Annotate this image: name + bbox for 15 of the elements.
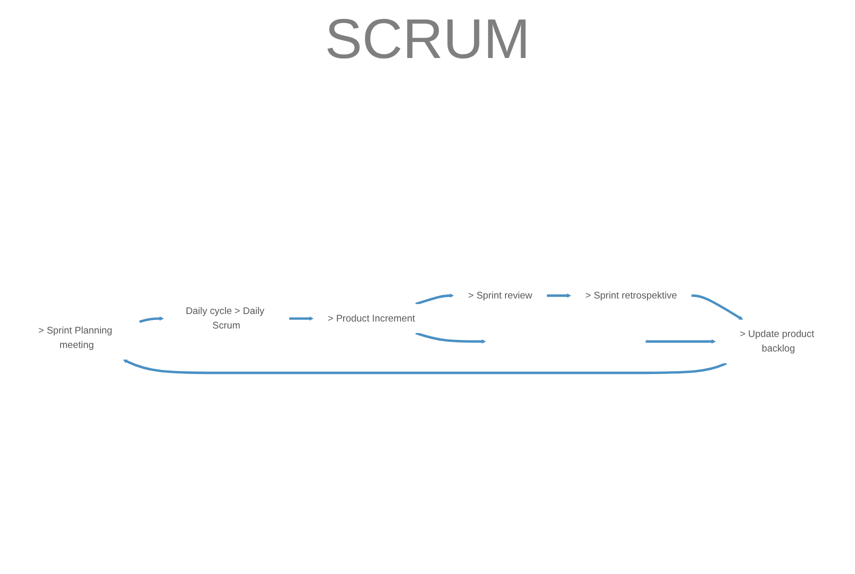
arrow <box>691 294 744 320</box>
node-text: > Sprint review <box>468 290 532 301</box>
arrow <box>546 293 572 298</box>
arrow <box>122 359 727 374</box>
node-text: Daily cycle > Daily Scrum <box>186 306 264 332</box>
arrow <box>415 332 486 344</box>
node-text: > Sprint Planning meeting <box>38 325 112 350</box>
node-text: > Product Increment <box>328 313 416 324</box>
node-text: > Sprint retrospektive <box>585 290 677 301</box>
arrow <box>646 339 716 344</box>
arrow <box>289 316 314 321</box>
arrow <box>139 316 164 323</box>
node-text: > Update product backlog <box>740 328 814 354</box>
arrow <box>415 293 454 306</box>
center-heading: SCRUM <box>324 6 530 71</box>
